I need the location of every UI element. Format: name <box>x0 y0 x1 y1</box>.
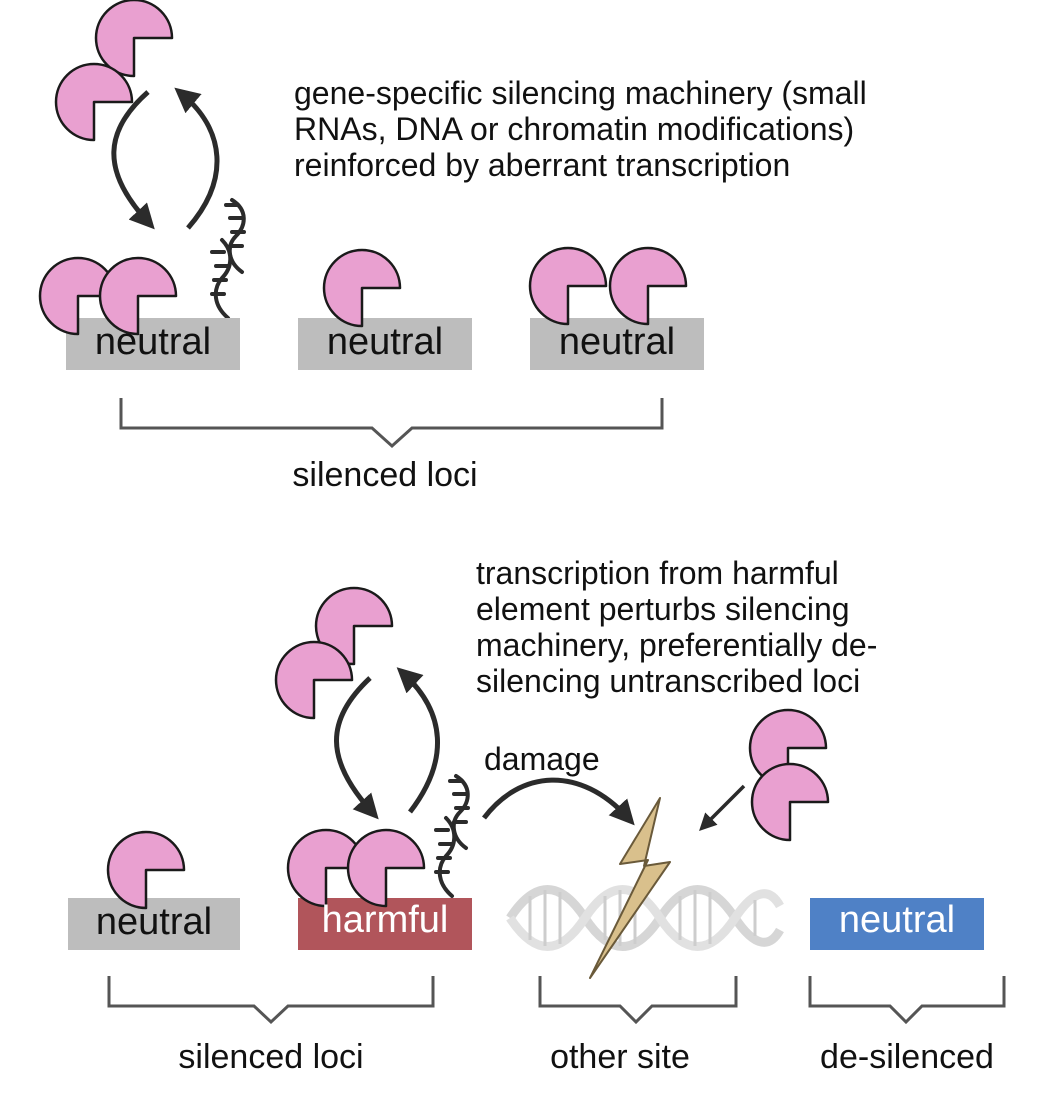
cycle-arrow-down <box>111 90 155 230</box>
rna-strand-icon <box>210 198 246 320</box>
locus-box-neutral <box>66 318 240 370</box>
silencer-icon <box>274 640 354 720</box>
locus-label: neutral <box>95 321 211 363</box>
locus-box-desilenced <box>810 898 984 950</box>
locus-label: harmful <box>322 899 449 941</box>
locus-box-neutral <box>298 318 472 370</box>
description-line: silencing untranscribed loci <box>476 663 860 699</box>
description-line: reinforced by aberrant transcription <box>294 147 790 183</box>
group-label: other site <box>550 1038 690 1076</box>
silencer-icon <box>346 828 426 908</box>
cycle-arrow-up <box>174 87 220 230</box>
silencer-icon <box>528 246 608 326</box>
cycle-arrow-down <box>334 676 379 820</box>
locus-label: neutral <box>327 321 443 363</box>
locus-label: neutral <box>96 901 212 943</box>
damage-arrow <box>482 777 635 826</box>
locus-label: neutral <box>839 899 955 941</box>
silencer-icon <box>106 830 186 910</box>
bracket <box>119 398 664 449</box>
silencer-icon <box>750 762 830 842</box>
bracket <box>107 976 435 1025</box>
dna-helix-icon <box>506 885 784 951</box>
locus-box-neutral <box>530 318 704 370</box>
bracket <box>538 976 738 1025</box>
locus-box-neutral <box>68 898 240 950</box>
rna-strand-icon <box>434 774 470 898</box>
silencer-icon <box>322 248 402 328</box>
lightning-bolt-icon <box>589 797 671 979</box>
damage-label: damage <box>484 741 600 777</box>
description-line: transcription from harmful <box>476 555 839 591</box>
recruit-arrow <box>699 784 746 831</box>
description-line: gene-specific silencing machinery (small <box>294 75 867 111</box>
bracket <box>808 976 1006 1025</box>
locus-label: neutral <box>559 321 675 363</box>
group-label: silenced loci <box>178 1038 363 1076</box>
group-label: silenced loci <box>292 456 477 494</box>
silencer-icon <box>94 0 174 78</box>
description-line: element perturbs silencing <box>476 591 850 627</box>
description-line: RNAs, DNA or chromatin modifications) <box>294 111 854 147</box>
group-label: de-silenced <box>820 1038 994 1076</box>
description-line: machinery, preferentially de- <box>476 627 877 663</box>
cycle-arrow-up <box>396 667 440 814</box>
silencer-icon <box>608 246 688 326</box>
